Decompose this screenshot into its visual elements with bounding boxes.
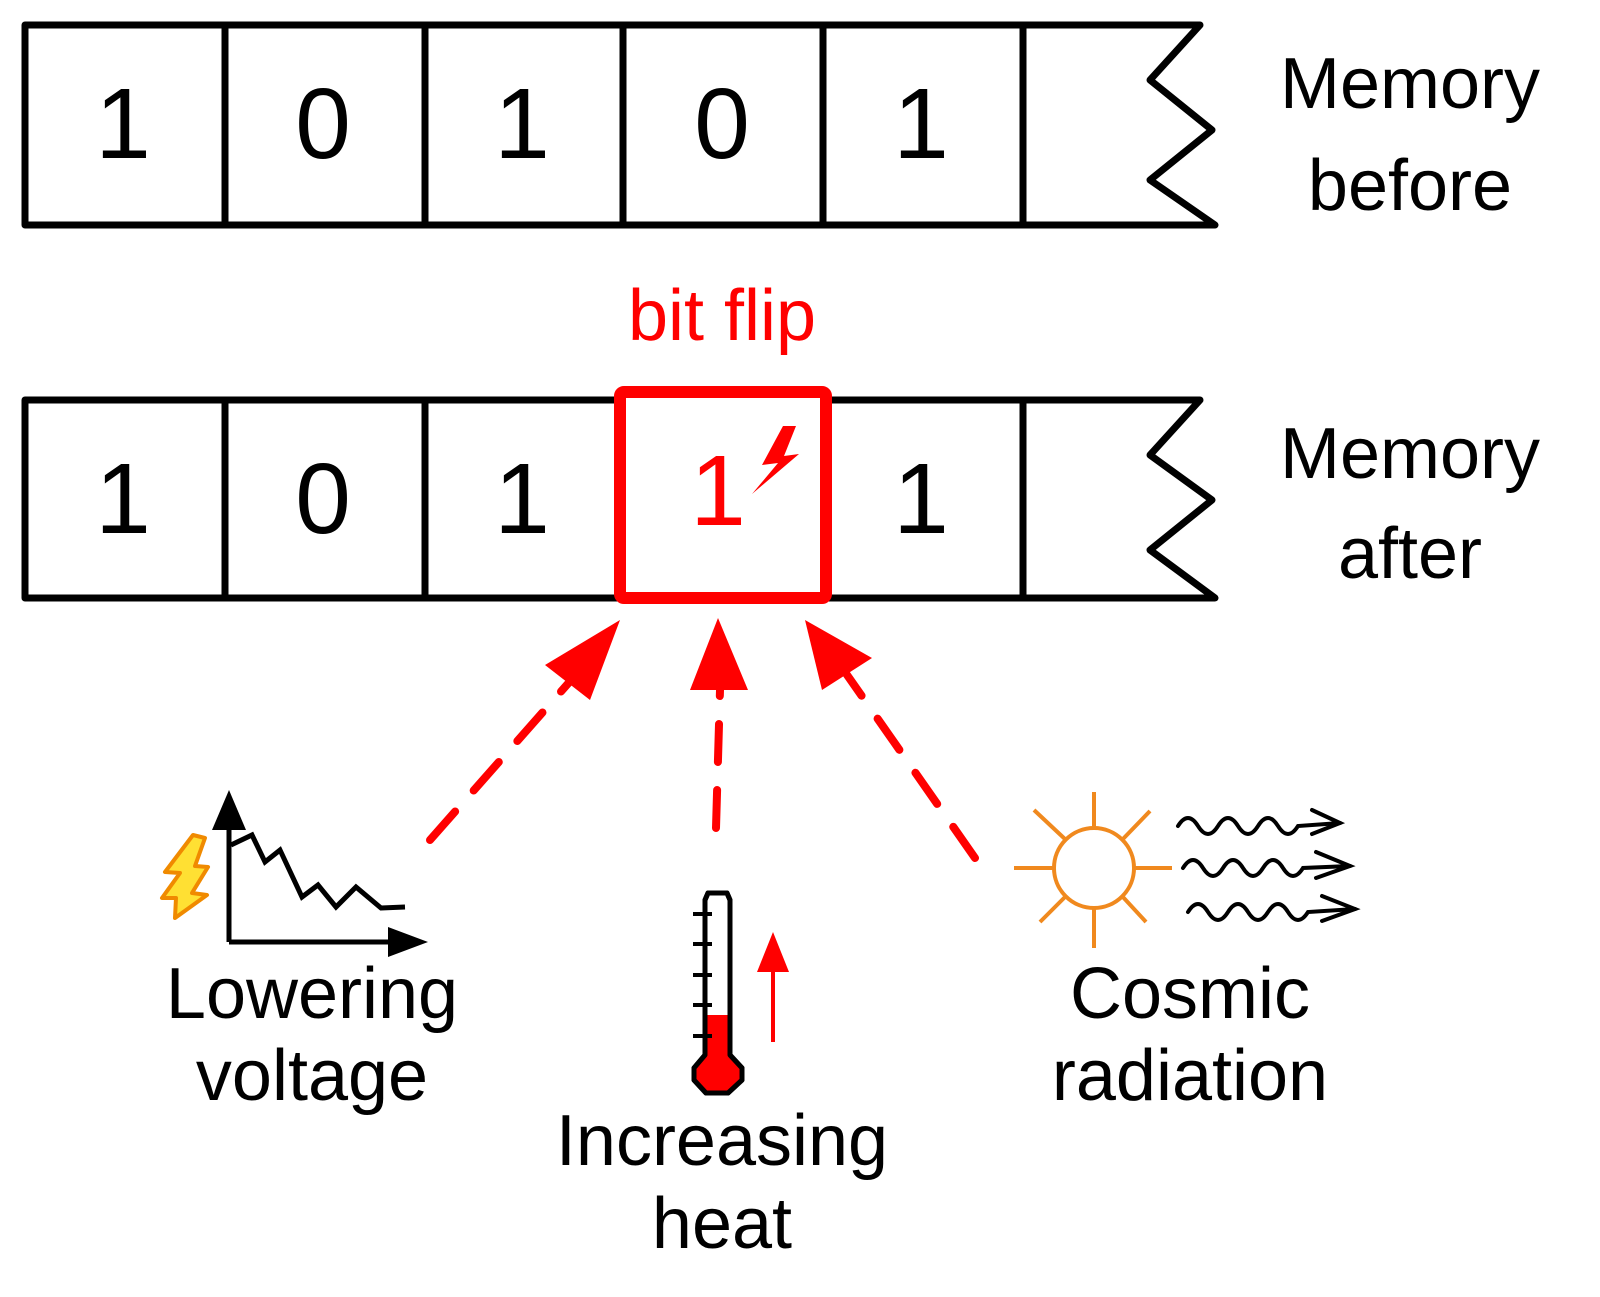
bit-cell: 1 <box>494 68 550 180</box>
cause-heat-label-line1: Increasing <box>556 1101 888 1181</box>
bit-cell: 1 <box>893 68 949 180</box>
memory-after-label-line2: after <box>1338 514 1482 594</box>
cause-arrows <box>426 618 979 862</box>
cause-heat: Increasing heat <box>556 890 888 1264</box>
cause-radiation-label-line1: Cosmic <box>1070 954 1310 1034</box>
memory-before-row: 1 0 1 0 1 Memory before <box>21 21 1540 229</box>
bit-cell: 1 <box>95 443 151 555</box>
bit-cell: 1 <box>893 443 949 555</box>
cause-radiation: Cosmic radiation <box>1014 792 1361 1116</box>
bit-flip-label: bit flip <box>628 276 816 356</box>
cause-voltage-label-line2: voltage <box>196 1036 428 1116</box>
cause-heat-label-line2: heat <box>652 1184 792 1264</box>
bit-cell: 0 <box>694 68 750 180</box>
heat-arrow-shaft <box>712 686 724 832</box>
bit-cell: 1 <box>494 443 550 555</box>
radiation-waves-icon <box>1176 808 1361 923</box>
radiation-arrow-shaft <box>841 668 979 862</box>
memory-before-label-line1: Memory <box>1280 44 1540 124</box>
cause-radiation-label-line2: radiation <box>1052 1036 1328 1116</box>
voltage-drop-chart-icon <box>212 790 428 957</box>
voltage-arrowhead <box>545 620 620 700</box>
bit-cell: 0 <box>295 443 351 555</box>
voltage-arrow-shaft <box>426 666 584 844</box>
lightning-bolt-icon <box>752 426 799 494</box>
rising-arrow-icon <box>757 932 789 1042</box>
memory-after-row: 1 0 1 1 1 Memory after <box>21 386 1540 604</box>
flipped-bit-cell: 1 <box>690 435 746 547</box>
memory-before-label-line2: before <box>1308 146 1512 226</box>
sun-radiation-icon <box>1014 792 1172 948</box>
radiation-arrowhead <box>805 620 872 690</box>
bit-cell: 0 <box>295 68 351 180</box>
lightning-bolt-icon <box>160 833 210 920</box>
heat-arrowhead <box>690 618 748 690</box>
memory-after-label-line1: Memory <box>1280 414 1540 494</box>
cause-voltage: Lowering voltage <box>160 790 458 1116</box>
thermometer-icon <box>691 890 745 1096</box>
cause-voltage-label-line1: Lowering <box>166 954 458 1034</box>
bit-cell: 1 <box>95 68 151 180</box>
